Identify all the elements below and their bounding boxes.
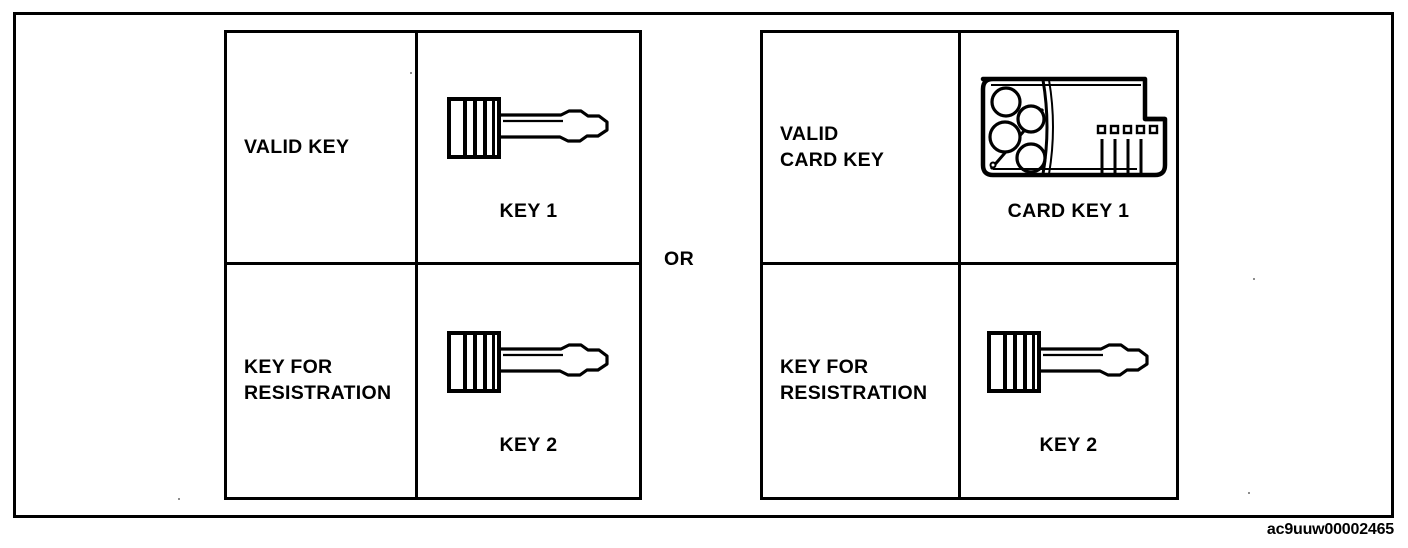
caption-key-2-left: KEY 2 bbox=[499, 433, 558, 456]
label-valid-key: VALID KEY bbox=[244, 135, 350, 158]
card-key-table: VALID CARD KEY bbox=[760, 30, 1179, 500]
scan-speckle bbox=[1248, 492, 1250, 494]
conventional-key-table: VALID KEY bbox=[224, 30, 642, 500]
key-icon bbox=[418, 72, 639, 184]
or-separator-label: OR bbox=[664, 248, 695, 270]
caption-key-2-right: KEY 2 bbox=[1039, 433, 1098, 456]
key-icon bbox=[961, 306, 1176, 418]
scan-speckle bbox=[1253, 278, 1255, 280]
table-cell-label-key-for-registration-left: KEY FOR RESISTRATION bbox=[227, 265, 418, 497]
label-key-for-registration-right: KEY FOR RESISTRATION bbox=[780, 356, 928, 404]
table-cell-label-valid-card-key: VALID CARD KEY bbox=[763, 33, 961, 265]
figure-id-code: ac9uuw00002465 bbox=[1266, 521, 1394, 538]
table-cell-illustration-key-2-right: KEY 2 bbox=[961, 265, 1176, 497]
card-key-icon bbox=[961, 72, 1176, 184]
caption-card-key-1: CARD KEY 1 bbox=[1007, 200, 1130, 222]
label-valid-card-key: VALID CARD KEY bbox=[780, 122, 885, 171]
figure-outer-border bbox=[13, 12, 1394, 518]
caption-key-1: KEY 1 bbox=[499, 200, 558, 222]
table-cell-illustration-key-2-left: KEY 2 bbox=[418, 265, 639, 497]
table-cell-label-valid-key: VALID KEY bbox=[227, 33, 418, 265]
scan-speckle bbox=[410, 72, 412, 74]
table-cell-illustration-card-key-1: CARD KEY 1 bbox=[961, 33, 1176, 265]
table-cell-illustration-key-1: KEY 1 bbox=[418, 33, 639, 265]
label-key-for-registration-left: KEY FOR RESISTRATION bbox=[244, 356, 392, 404]
table-cell-label-key-for-registration-right: KEY FOR RESISTRATION bbox=[763, 265, 961, 497]
key-icon bbox=[418, 306, 639, 418]
scan-speckle bbox=[178, 498, 180, 500]
